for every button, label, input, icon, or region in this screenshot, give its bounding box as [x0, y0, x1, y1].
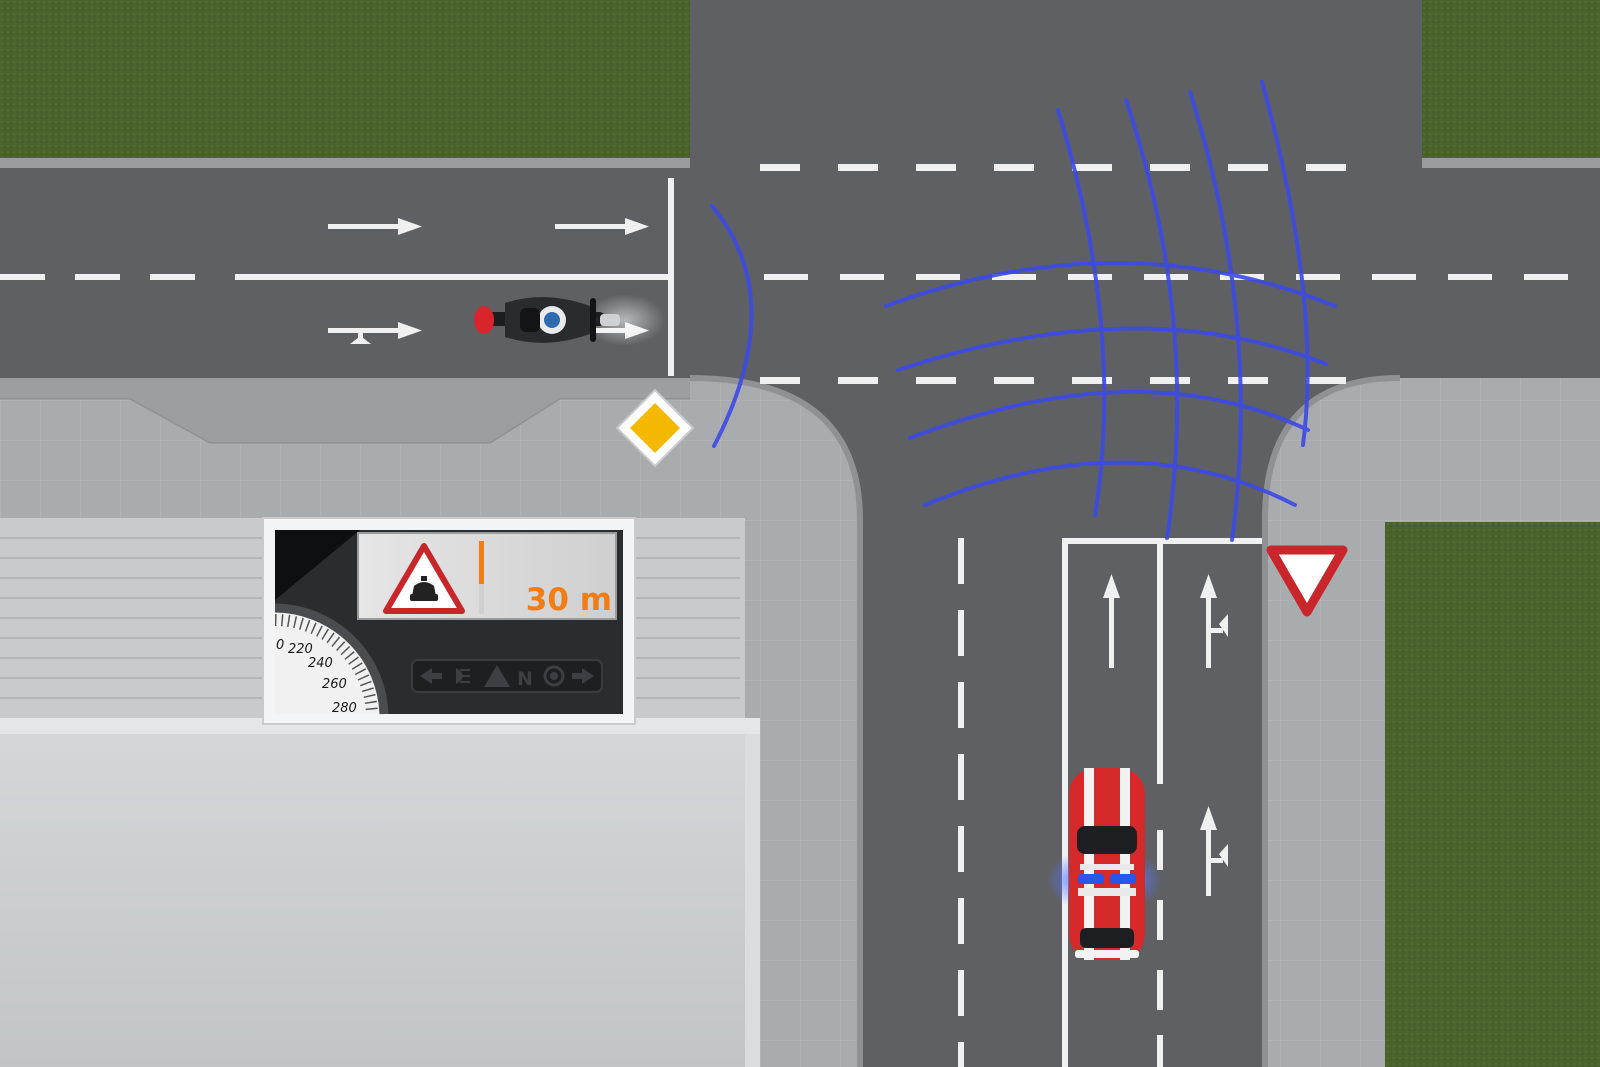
abs-indicator-icon: [543, 665, 565, 687]
grass-top-right: [1422, 0, 1600, 160]
lane-markings-vertical: [958, 538, 1262, 1067]
lane-markings-horizontal: [0, 164, 1568, 384]
emergency-vehicle-warning-icon: [383, 543, 465, 614]
motorcycle: [474, 294, 665, 346]
right-turn-indicator-icon: [582, 668, 594, 684]
yield-sign-icon: [1266, 545, 1348, 617]
neutral-indicator: N: [517, 668, 533, 690]
indicator-strip: N: [411, 659, 603, 693]
speed-tick-260: 260: [322, 677, 347, 692]
left-turn-indicator-icon: [420, 668, 432, 684]
distance-bar: [479, 541, 484, 584]
emergency-car: [1047, 768, 1162, 960]
speed-tick-280: 280: [332, 701, 357, 716]
signal-waves-car: [884, 80, 1337, 542]
grass-top-left: [0, 0, 690, 160]
building-roof: [0, 734, 750, 1067]
headlight-indicator-icon: [456, 668, 470, 684]
speed-tick-0: 0: [276, 638, 284, 653]
grass-bottom-right: [1385, 522, 1600, 1067]
distance-readout: 30 m: [526, 582, 612, 618]
priority-road-sign-icon: [615, 388, 695, 468]
speedometer: 0 220 240 260 280: [274, 603, 389, 716]
direction-arrows-vertical: [1103, 574, 1228, 896]
speed-tick-240: 240: [308, 656, 333, 671]
signal-waves-motorcycle: [710, 204, 754, 448]
instrument-display: 30 m 0 220 240 260 280 N: [262, 517, 636, 725]
speed-tick-220: 220: [288, 642, 313, 657]
hazard-indicator-icon: [484, 665, 510, 687]
